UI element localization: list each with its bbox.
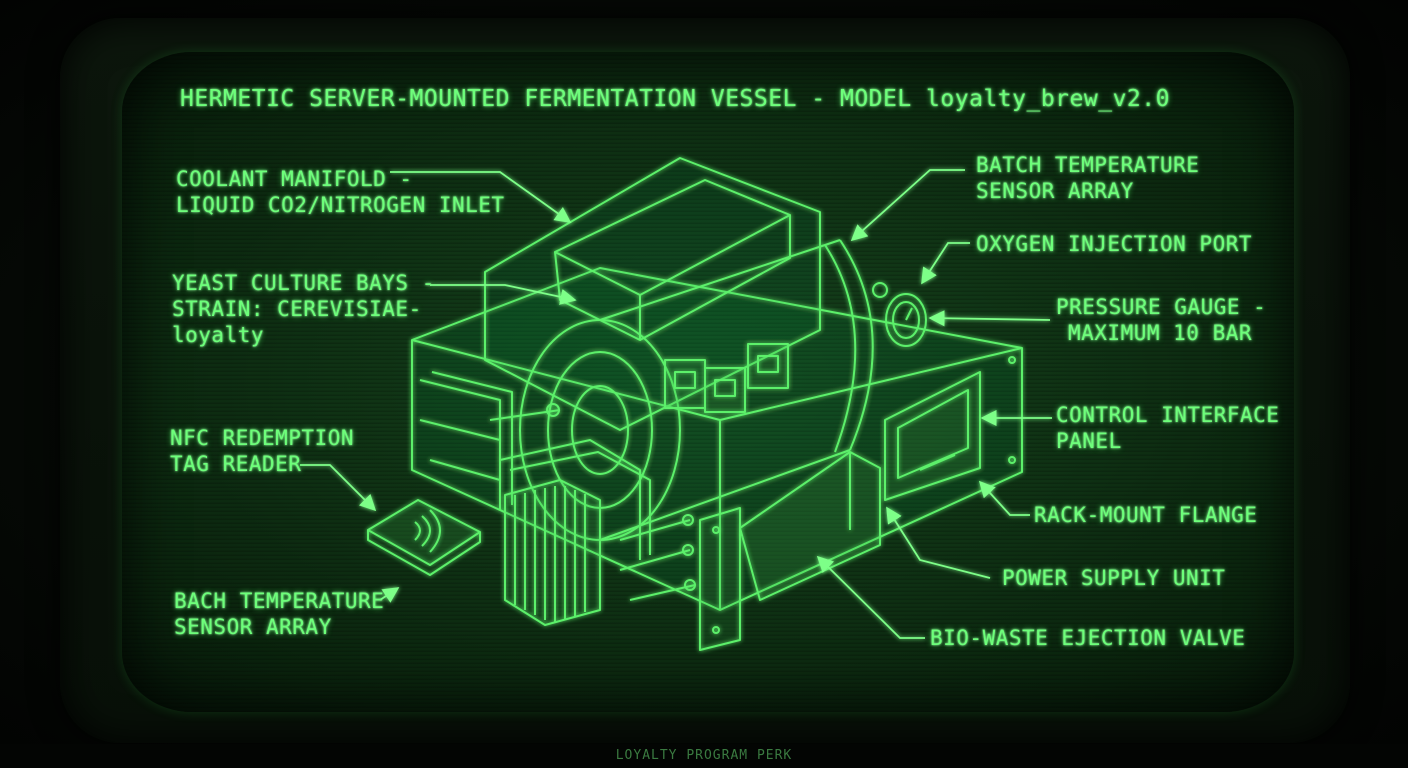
rack-mount-flange	[712, 356, 1016, 634]
label-batch-temperature: BATCH TEMPERATURE SENSOR ARRAY	[976, 152, 1199, 204]
label-line: SENSOR ARRAY	[174, 615, 332, 639]
label-power-supply: POWER SUPPLY UNIT	[1002, 565, 1225, 591]
label-line: COOLANT MANIFOLD -	[176, 167, 413, 191]
label-line: CONTROL INTERFACE	[1056, 403, 1280, 427]
power-supply-unit	[739, 451, 881, 601]
label-line: SENSOR ARRAY	[976, 179, 1134, 203]
heat-sink	[504, 479, 601, 626]
label-bach-temperature: BACH TEMPERATURE SENSOR ARRAY	[174, 588, 384, 640]
label-control-panel: CONTROL INTERFACE PANEL	[1056, 402, 1279, 454]
label-coolant-manifold: COOLANT MANIFOLD - LIQUID CO2/NITROGEN I…	[176, 166, 505, 218]
label-line: YEAST CULTURE BAYS -	[172, 271, 435, 295]
label-line: loyalty	[172, 323, 265, 347]
label-line: LIQUID CO2/NITROGEN INLET	[176, 193, 505, 217]
yeast-culture-bays	[664, 343, 789, 413]
control-interface-panel	[884, 371, 981, 501]
label-line: OXYGEN INJECTION PORT	[976, 232, 1253, 256]
page-title: HERMETIC SERVER-MOUNTED FERMENTATION VES…	[180, 86, 1170, 112]
label-line: PANEL	[1056, 429, 1122, 453]
label-oxygen-port: OXYGEN INJECTION PORT	[976, 231, 1252, 257]
leader-lines	[300, 169, 1052, 639]
label-nfc-reader: NFC REDEMPTION TAG READER	[170, 425, 354, 477]
top-hood	[484, 157, 821, 431]
coolant-pipes	[419, 371, 696, 601]
label-biowaste-valve: BIO-WASTE EJECTION VALVE	[930, 625, 1245, 651]
label-line: BIO-WASTE EJECTION VALVE	[930, 626, 1246, 650]
label-line: TAG READER	[170, 452, 302, 476]
label-line: BATCH TEMPERATURE	[976, 153, 1200, 177]
label-line: NFC REDEMPTION	[170, 426, 355, 450]
nfc-wave-icon	[367, 499, 481, 576]
footer-bar	[0, 744, 1408, 768]
label-yeast-culture-bays: YEAST CULTURE BAYS - STRAIN: CEREVISIAE-…	[172, 270, 435, 348]
label-rack-flange: RACK-MOUNT FLANGE	[1034, 502, 1257, 528]
label-pressure-gauge: PRESSURE GAUGE - MAXIMUM 10 BAR	[1056, 294, 1266, 346]
label-line: RACK-MOUNT FLANGE	[1034, 503, 1258, 527]
pressure-gauge-icon	[872, 282, 927, 347]
label-line: BACH TEMPERATURE	[174, 589, 385, 613]
label-line: STRAIN: CEREVISIAE-	[172, 297, 422, 321]
label-line: POWER SUPPLY UNIT	[1002, 566, 1226, 590]
label-line: MAXIMUM 10 BAR	[1068, 321, 1253, 345]
footer-caption: LOYALTY PROGRAM PERK	[615, 748, 793, 763]
label-line: PRESSURE GAUGE -	[1056, 295, 1267, 319]
